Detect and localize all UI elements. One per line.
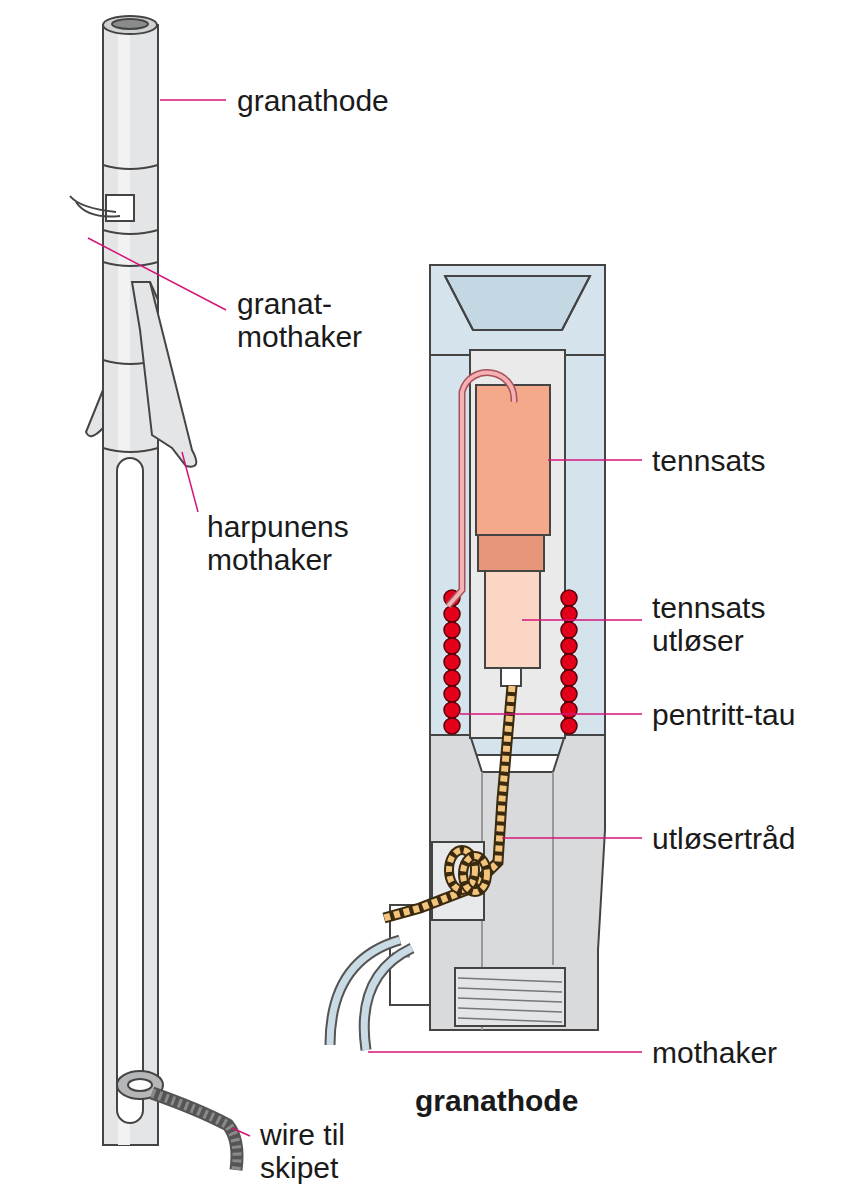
grenade-head [390,265,605,1030]
part-label: tennsats utløser [652,591,832,657]
wire [152,1093,237,1170]
grenade-barbs [330,940,412,1050]
part-label: granat- mothaker [237,287,387,353]
part-label: pentritt-tau [652,698,837,731]
figure-caption: granathode [415,1084,635,1117]
part-label: mothaker [652,1036,837,1069]
fuse-wire [448,373,514,606]
harpoon [70,16,196,1145]
trigger-thread [384,686,512,918]
part-label: tennsats [652,444,832,477]
fuse-wire [448,373,514,606]
leader-lines [88,100,642,1136]
part-label: harpunens mothaker [207,510,387,576]
part-label: wire til skipet [260,1118,400,1184]
wire-strands [152,1093,237,1170]
part-label: utløsertråd [652,822,837,855]
part-label: granathode [237,84,457,117]
